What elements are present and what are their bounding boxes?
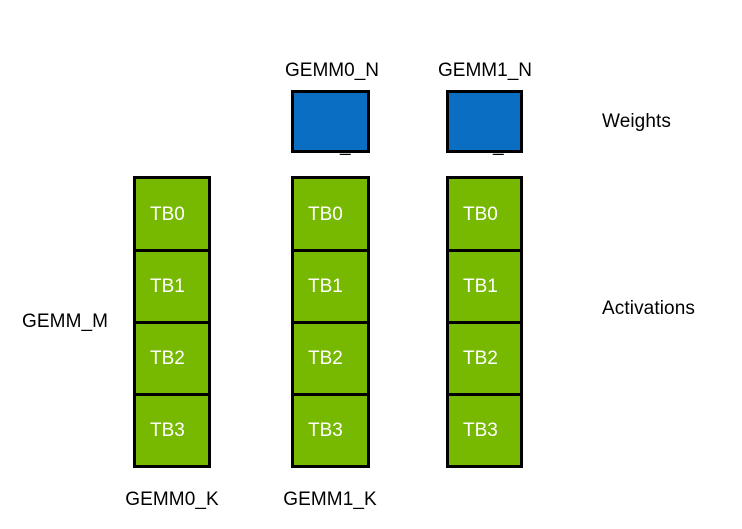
tb-block-label: TB3 (463, 420, 498, 441)
tb-block-label: TB1 (463, 276, 498, 297)
tb-block: TB1 (446, 249, 523, 324)
legend-label-weights: Weights (602, 111, 671, 132)
activation-column-0: TB0 TB1 TB2 TB3 (133, 176, 211, 468)
tb-block: TB3 (133, 393, 211, 468)
tb-block: TB2 (446, 321, 523, 396)
tb-block-label: TB2 (308, 348, 343, 369)
tb-block: TB3 (446, 393, 523, 468)
gemm0-weight-tile (291, 90, 370, 153)
tb-block: TB0 (291, 176, 370, 252)
tb-block-label: TB2 (150, 348, 185, 369)
legend-label-activations: Activations (602, 298, 695, 319)
tb-block-label: TB0 (150, 203, 185, 225)
gemm1-weight-tile (446, 90, 523, 153)
tb-block-label: TB0 (308, 203, 343, 225)
left-label-gemm-m: GEMM_M (22, 311, 109, 332)
tb-block: TB0 (446, 176, 523, 252)
tb-block-label: TB1 (150, 276, 185, 297)
tb-block: TB2 (133, 321, 211, 396)
activation-column-1: TB0 TB1 TB2 TB3 (291, 176, 370, 468)
tb-block-label: TB0 (463, 203, 498, 225)
top-label-gemm0-n-line1: GEMM0_N (285, 60, 379, 81)
tb-block: TB3 (291, 393, 370, 468)
activation-column-2: TB0 TB1 TB2 TB3 (446, 176, 523, 468)
bottom-label-gemm1-k: GEMM1_K (283, 489, 377, 510)
tb-block-label: TB3 (150, 420, 185, 441)
tb-block: TB2 (291, 321, 370, 396)
tb-block-label: TB2 (463, 348, 498, 369)
tb-block: TB1 (291, 249, 370, 324)
tb-block: TB0 (133, 176, 211, 252)
top-label-gemm1-n-line1: GEMM1_N (438, 60, 532, 81)
tb-block: TB1 (133, 249, 211, 324)
tb-block-label: TB1 (308, 276, 343, 297)
bottom-label-gemm0-k: GEMM0_K (125, 489, 219, 510)
tb-block-label: TB3 (308, 420, 343, 441)
